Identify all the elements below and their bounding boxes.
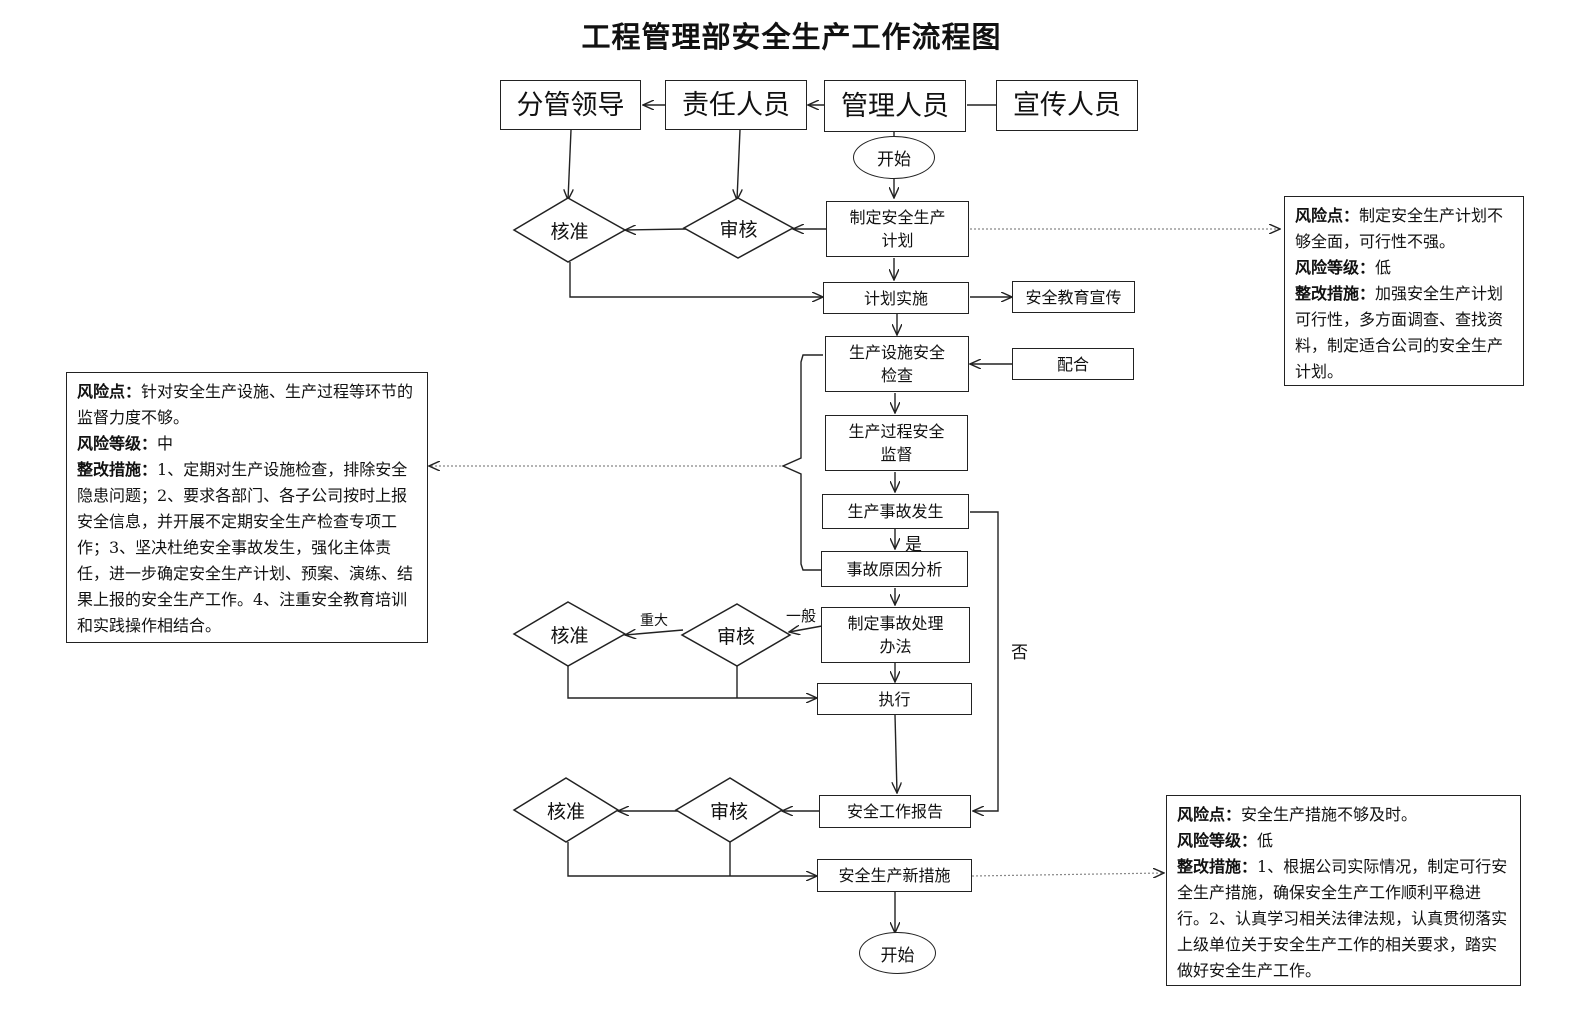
report-box: 安全工作报告 bbox=[819, 795, 971, 828]
implement-box: 计划实施 bbox=[823, 282, 969, 314]
level-label: 风险等级： bbox=[1177, 831, 1258, 850]
arrow bbox=[625, 229, 687, 230]
risk-label: 风险点： bbox=[77, 382, 142, 401]
decision-approve-plan bbox=[512, 197, 627, 263]
decision-approve-report bbox=[512, 777, 620, 843]
role-division-leader: 分管领导 bbox=[500, 80, 641, 130]
level-text: 中 bbox=[157, 434, 174, 453]
level-text: 低 bbox=[1257, 831, 1274, 850]
measure-text: 加强安全生产计划可行性，多方面调查、查找资料，制定适合公司的安全生产计划。 bbox=[1295, 284, 1504, 381]
arrow bbox=[737, 129, 740, 200]
risk-text: 针对安全生产设施、生产过程等环节的监督力度不够。 bbox=[77, 382, 414, 427]
risk-note-supervision: 风险点：针对安全生产设施、生产过程等环节的监督力度不够。 风险等级：中 整改措施… bbox=[66, 372, 428, 643]
approve-accident-label: 核准 bbox=[550, 624, 589, 647]
arrow bbox=[567, 666, 817, 698]
edge-label-general: 一般 bbox=[786, 607, 817, 625]
arrow bbox=[567, 842, 817, 876]
approve-report-label: 核准 bbox=[546, 800, 585, 823]
cause-analysis-box: 事故原因分析 bbox=[821, 551, 968, 587]
cooperate-box: 配合 bbox=[1012, 348, 1134, 380]
approve-plan-label: 核准 bbox=[550, 220, 589, 243]
new-measures-box: 安全生产新措施 bbox=[817, 859, 972, 892]
risk-text: 安全生产措施不够及时。 bbox=[1241, 805, 1418, 824]
decision-review-plan bbox=[682, 197, 795, 259]
end-node: 开始 bbox=[859, 932, 936, 974]
level-label: 风险等级： bbox=[1295, 258, 1376, 277]
role-responsible-staff: 责任人员 bbox=[665, 80, 807, 130]
arrow bbox=[568, 129, 571, 200]
edge-label-no: 否 bbox=[1011, 643, 1028, 663]
level-text: 低 bbox=[1375, 258, 1392, 277]
accident-box: 生产事故发生 bbox=[822, 494, 969, 529]
risk-note-measures: 风险点：安全生产措施不够及时。 风险等级：低 整改措施：1、根据公司实际情况，制… bbox=[1166, 795, 1521, 986]
review-report-label: 审核 bbox=[709, 800, 748, 823]
review-plan-label: 审核 bbox=[719, 218, 758, 241]
risk-label: 风险点： bbox=[1177, 805, 1242, 824]
arrow bbox=[625, 630, 684, 635]
start-node: 开始 bbox=[853, 136, 935, 179]
review-accident-label: 审核 bbox=[716, 625, 755, 648]
arrow bbox=[789, 626, 823, 632]
measure-label: 整改措施： bbox=[1295, 284, 1376, 303]
education-box: 安全教育宣传 bbox=[1012, 281, 1135, 313]
facility-check-box: 生产设施安全检查 bbox=[825, 336, 969, 392]
edge-label-yes: 是 bbox=[905, 535, 922, 555]
role-management-staff: 管理人员 bbox=[824, 80, 966, 132]
risk-text: 制定安全生产计划不够全面，可行性不强。 bbox=[1295, 206, 1504, 251]
page-title: 工程管理部安全生产工作流程图 bbox=[581, 20, 1002, 54]
measure-label: 整改措施： bbox=[77, 460, 158, 479]
level-label: 风险等级： bbox=[77, 434, 158, 453]
note-link bbox=[971, 873, 1164, 876]
edge-label-major: 重大 bbox=[640, 613, 668, 629]
arrow bbox=[970, 511, 999, 811]
risk-label: 风险点： bbox=[1295, 206, 1360, 225]
handling-box: 制定事故处理办法 bbox=[821, 607, 970, 663]
decision-review-accident bbox=[680, 603, 792, 667]
plan-box: 制定安全生产计划 bbox=[826, 201, 969, 257]
bracket bbox=[781, 354, 823, 571]
arrow bbox=[569, 262, 823, 297]
measure-text: 1、定期对生产设施检查，排除安全隐患问题；2、要求各部门、各子公司按时上报安全信… bbox=[77, 460, 414, 635]
arrow bbox=[895, 714, 897, 793]
measure-text: 1、根据公司实际情况，制定可行安全生产措施，确保安全生产工作顺利平稳进行。2、认… bbox=[1177, 857, 1508, 980]
risk-note-plan: 风险点：制定安全生产计划不够全面，可行性不强。 风险等级：低 整改措施：加强安全… bbox=[1284, 196, 1524, 386]
decision-approve-accident bbox=[512, 601, 627, 667]
execute-box: 执行 bbox=[817, 683, 972, 715]
process-supervision-box: 生产过程安全监督 bbox=[825, 415, 968, 471]
decision-review-report bbox=[674, 777, 784, 843]
measure-label: 整改措施： bbox=[1177, 857, 1258, 876]
role-publicity-staff: 宣传人员 bbox=[996, 80, 1138, 131]
